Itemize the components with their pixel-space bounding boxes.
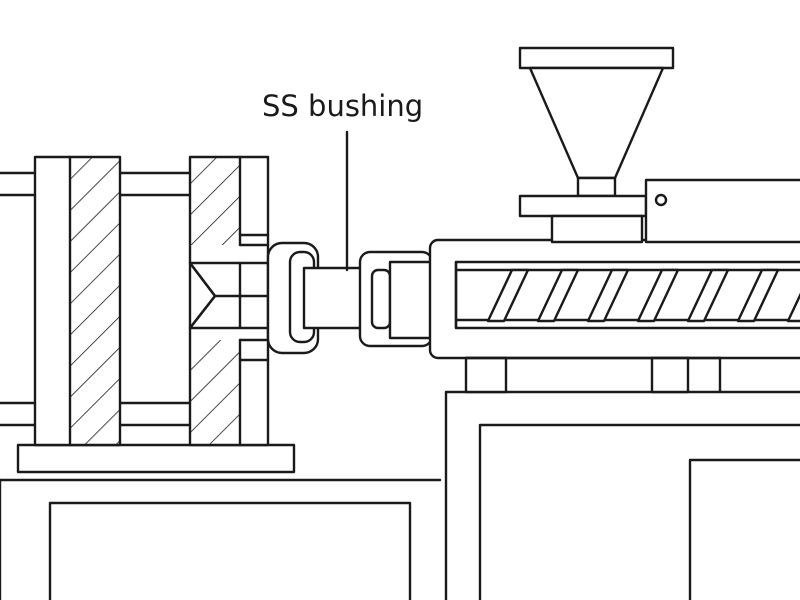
moving-platen	[33, 155, 122, 447]
ss-bushing	[266, 241, 366, 355]
screw-flights	[486, 268, 800, 323]
barrel-supports	[464, 356, 722, 394]
barrel-assembly	[358, 238, 800, 360]
hopper	[518, 46, 675, 244]
bushing-label-group: SS bushing	[262, 89, 423, 272]
tie-rods	[0, 171, 192, 427]
control-box	[644, 178, 800, 244]
machine-base	[0, 390, 800, 600]
bushing-label: SS bushing	[262, 89, 423, 123]
fixed-platen	[188, 155, 270, 447]
